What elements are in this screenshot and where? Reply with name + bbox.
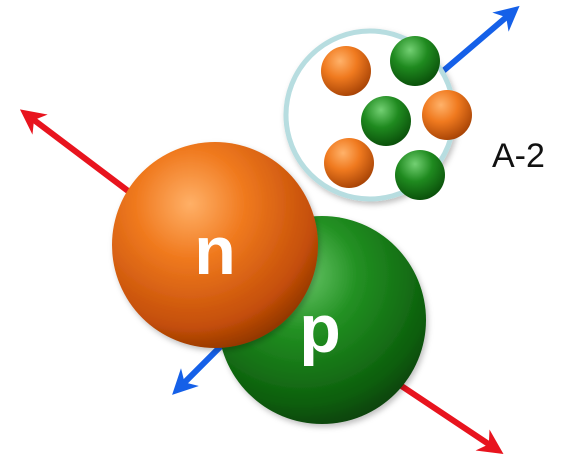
proton-label: p [299,291,341,367]
remnant-nucleus [283,28,472,202]
remnant-label: A-2 [492,137,545,175]
cluster-neutron [321,46,371,96]
red-arrow-icon-proton [397,382,504,454]
cluster-proton [395,150,445,200]
blue-arrow-icon-remnant [439,5,520,75]
cluster-proton [361,96,411,146]
red-arrow-icon-neutron [19,109,143,203]
neutron-sphere [112,142,318,348]
cluster-proton [390,36,440,86]
cluster-neutron [324,138,374,188]
neutron-label: n [194,213,236,289]
cluster-neutron [422,90,472,140]
blue-arrow-icon-pair [172,342,225,395]
